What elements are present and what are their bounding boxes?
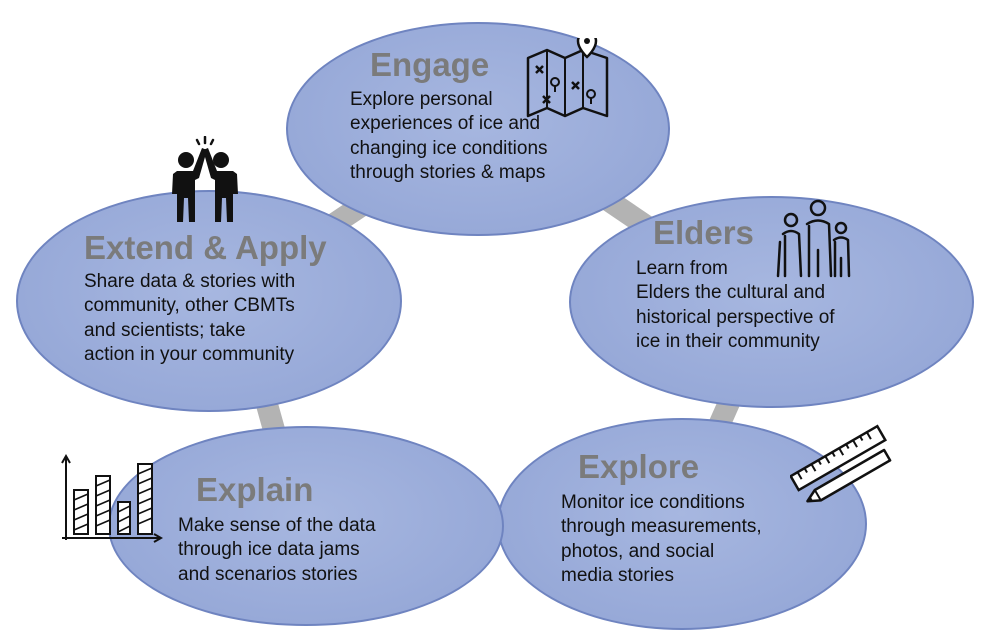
stage-elders-title: Elders <box>653 214 754 251</box>
stage-explore-text: Monitor ice conditions through measureme… <box>561 492 762 586</box>
ruler-pencil-icon <box>790 424 892 503</box>
stage-extend-apply <box>16 190 402 412</box>
stage-elders <box>569 196 974 408</box>
bar-chart-icon <box>61 454 164 543</box>
high-five-icon <box>172 136 238 222</box>
stage-extend-apply-title: Extend & Apply <box>84 229 327 266</box>
stage-extend-apply-text: Share data & stories with community, oth… <box>84 271 296 365</box>
stage-elders-text: Learn from Elders the cultural and histo… <box>636 258 835 352</box>
stage-engage-title: Engage <box>370 46 490 83</box>
stage-explore-title: Explore <box>578 448 700 485</box>
stage-explore <box>497 418 867 630</box>
family-icon <box>776 199 851 278</box>
stage-explain-text: Make sense of the data through ice data … <box>178 515 376 585</box>
stage-engage-text: Explore personal experiences of ice and … <box>350 89 548 183</box>
treasure-map-icon <box>526 38 609 118</box>
stage-explain-title: Explain <box>196 471 314 508</box>
stage-explain <box>108 426 504 626</box>
